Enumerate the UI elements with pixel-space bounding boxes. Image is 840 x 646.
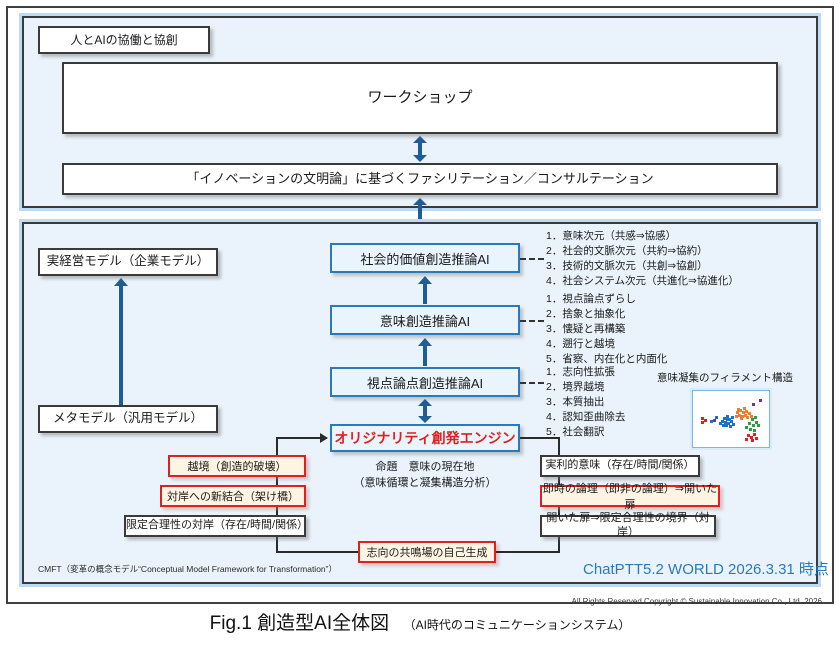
line-engine-to-right (520, 437, 560, 439)
line-left-to-engine (276, 437, 320, 439)
list-item: 1．意味次元（共感⇒協感） (546, 230, 677, 242)
list-item: 1．志向性拡張 (546, 366, 615, 378)
box-meaning-creation-ai: 意味創造推論AI (330, 305, 520, 335)
box-originality-emergence-engine: オリジナリティ創発エンジン (330, 424, 520, 452)
filament-title: 意味凝集のフィラメント構造 (657, 372, 793, 384)
list-social-value-dimensions: 1．意味次元（共感⇒協感） 2．社会的文脈次元（共約⇒協約） 3．技術的文脈次元… (546, 229, 739, 289)
list-item: 3．本質抽出 (546, 395, 605, 408)
box-immediate-logic-open-door: 即時の論理（即非の論理）⇒開いた扉 (540, 483, 720, 511)
arrow-viewpoint-to-meaning (418, 338, 432, 366)
list-item: 2．社会的文脈次元（共約⇒協約） (546, 244, 708, 257)
box-resonance-field-self-generation: 志向の共鳴場の自己生成 (358, 541, 496, 563)
box-workshop: ワークショップ (62, 62, 778, 134)
figure-number-title: Fig.1 創造型AI全体図 (209, 613, 390, 634)
list-item: 2．捨象と抽象化 (546, 307, 626, 320)
list-item: 5．社会翻訳 (546, 425, 605, 438)
engine-caption-line2: （意味循環と凝集構造分析） (353, 476, 497, 489)
copyright-notice: All Rights Reserved Copyright © Sustaina… (571, 597, 822, 606)
engine-caption-line1: 命題 意味の現在地 (375, 461, 475, 473)
list-item: 2．境界越境 (546, 380, 605, 393)
figure-subtitle: （AI時代のコミュニケーションシステム） (403, 618, 631, 632)
dash-connector-meaning (520, 320, 544, 322)
arrow-meta-to-business (114, 278, 128, 408)
box-facilitation-consultation: 「イノベーションの文明論」に基づくファシリテーション／コンサルテーション (62, 163, 778, 195)
list-item: 4．遡行と越境 (546, 337, 615, 350)
list-item: 4．認知歪曲除去 (546, 410, 626, 423)
box-new-combination-bridge: 対岸への新結合（架け橋） (160, 485, 306, 507)
list-item: 1．視点論点ずらし (546, 293, 636, 305)
filament-scatter-plot (692, 390, 770, 448)
box-open-door-boundary: 開いた扉⇒限定合理性の境界（対岸） (540, 512, 716, 538)
list-item: 3．技術的文脈次元（共創⇒協創） (546, 259, 708, 272)
filament-scatter-svg (701, 399, 762, 442)
box-social-value-creation-ai: 社会的価値創造推論AI (330, 243, 520, 273)
arrow-engine-to-viewpoint (418, 399, 432, 423)
arrow-meaning-to-social (418, 276, 432, 304)
figure-caption: Fig.1 創造型AI全体図 （AI時代のコミュニケーションシステム） (0, 608, 840, 635)
list-meaning-creation-methods: 1．視点論点ずらし 2．捨象と抽象化 3．懐疑と再構築 4．遡行と越境 5．省察… (546, 292, 667, 367)
arrow-workshop-facilitation (413, 136, 427, 162)
line-bottom-left-run (276, 551, 360, 553)
box-viewpoint-issue-creation-ai: 視点論点創造推論AI (330, 367, 520, 397)
list-item: 5．省察、内在化と内面化 (546, 352, 668, 365)
box-meta-model: メタモデル（汎用モデル） (38, 405, 218, 433)
list-item: 4．社会システム次元（共進化⇒協進化） (546, 274, 739, 287)
footer-version-stamp: ChatPTT5.2 WORLD 2026.3.31 時点 (583, 561, 829, 578)
list-item: 3．懐疑と再構築 (546, 322, 626, 335)
dash-connector-viewpoint (520, 382, 544, 384)
box-transgression-creative-destruction: 越境（創造的破壊） (168, 455, 306, 477)
box-practical-meaning: 実利的意味（存在/時間/関係） (540, 455, 700, 477)
box-bounded-rationality-opposite-shore: 限定合理性の対岸（存在/時間/関係） (124, 515, 308, 537)
footer-cmft-note: CMFT（変革の概念モデル“Conceptual Model Framework… (38, 564, 337, 574)
box-business-model: 実経営モデル（企業モデル） (38, 248, 218, 276)
line-bottom-right-run (496, 551, 560, 553)
dash-connector-social-value (520, 258, 544, 260)
arrowhead-into-engine (320, 433, 328, 443)
list-viewpoint-methods: 1．志向性拡張 2．境界越境 3．本質抽出 4．認知歪曲除去 5．社会翻訳 (546, 365, 625, 440)
engine-caption: 命題 意味の現在地 （意味循環と凝集構造分析） (330, 460, 520, 492)
tag-human-ai-collaboration: 人とAIの協働と協創 (38, 26, 210, 54)
